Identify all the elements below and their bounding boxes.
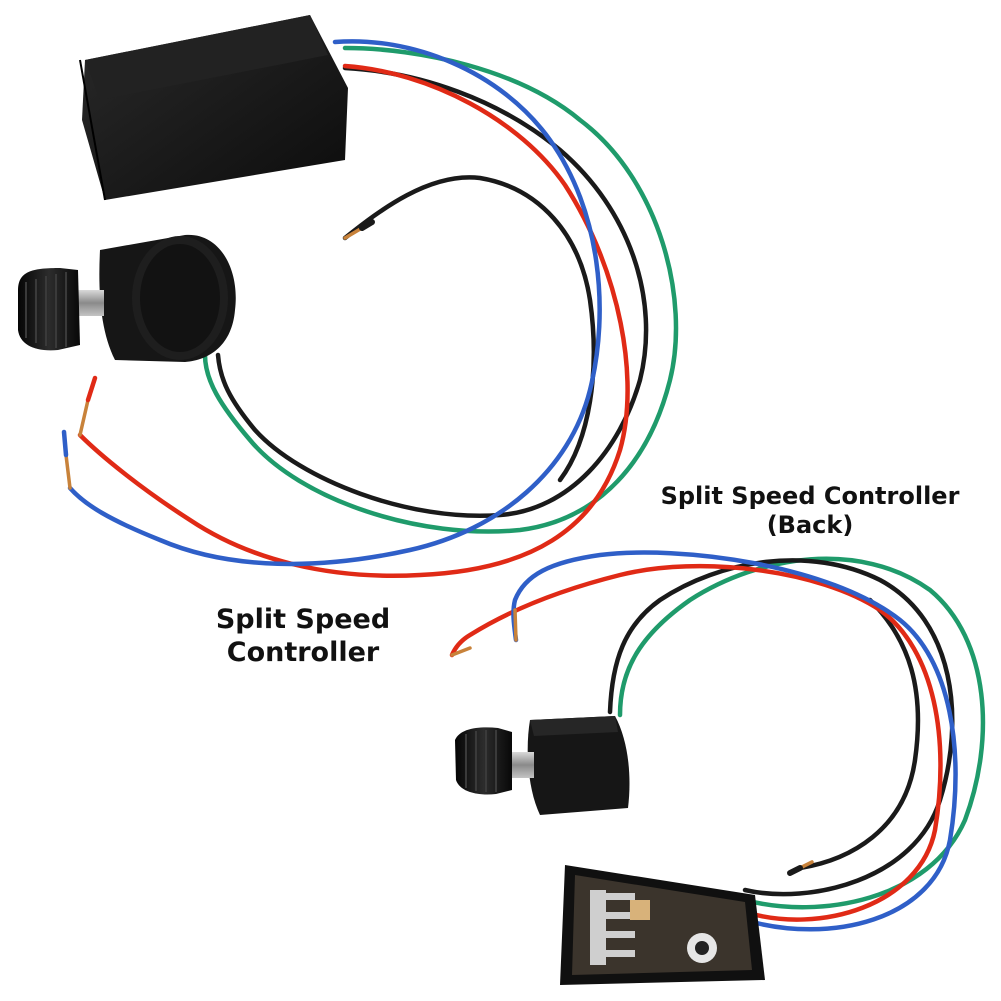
- back-potentiometer: [455, 716, 630, 815]
- back-label-line1: Split Speed Controller: [660, 482, 960, 510]
- back-controller-label: Split Speed Controller (Back): [640, 482, 980, 541]
- front-label-line1: Split Speed: [215, 604, 391, 635]
- back-blue-wire: [511, 550, 958, 932]
- front-potentiometer: [18, 234, 236, 362]
- front-blue-wire: [67, 39, 602, 567]
- front-green-wire: [202, 45, 679, 534]
- back-black-lead: [797, 597, 921, 871]
- back-label-line2: (Back): [766, 511, 854, 540]
- back-controller-board: [560, 865, 765, 985]
- front-wires: [61, 39, 679, 578]
- front-black-wire: [215, 65, 649, 518]
- back-wires: [449, 550, 986, 932]
- front-label-line2: Controller: [226, 636, 380, 668]
- back-black-wire: [607, 558, 955, 897]
- front-red-wire: [77, 63, 630, 578]
- front-controller-box: [79, 15, 348, 201]
- heatsink-icon: [590, 890, 635, 965]
- back-red-wire: [449, 563, 943, 922]
- front-black-lead: [342, 175, 596, 483]
- front-controller-label: Split Speed Controller: [198, 604, 408, 670]
